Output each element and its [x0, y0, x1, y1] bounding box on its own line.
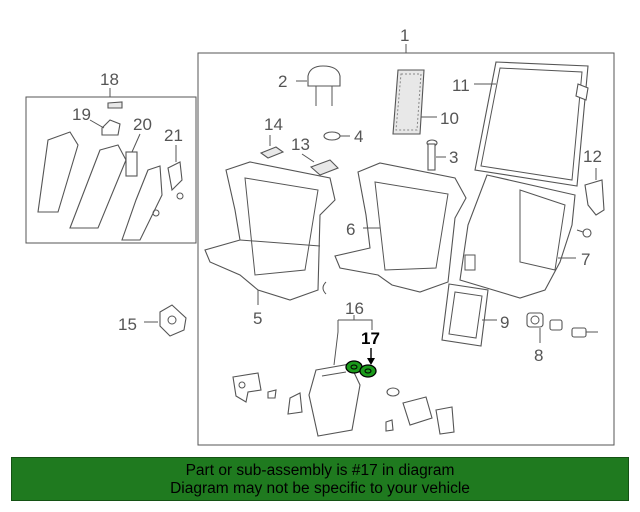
info-banner: Part or sub-assembly is #17 in diagram D… [11, 457, 629, 501]
callout-12[interactable]: 12 [583, 147, 602, 166]
seat-back-6 [334, 162, 467, 293]
callout-5[interactable]: 5 [253, 309, 262, 328]
subassembly-frame-18 [25, 96, 197, 244]
callout-7[interactable]: 7 [581, 250, 590, 269]
seat-back-panel [474, 61, 589, 187]
banner-line-2: Diagram may not be specific to your vehi… [170, 480, 470, 497]
cover-14 [259, 146, 285, 159]
callout-20[interactable]: 20 [133, 115, 152, 134]
callout-17[interactable]: 17 [361, 329, 380, 348]
pin-3 [426, 139, 446, 171]
clip-4 [323, 131, 341, 141]
callout-13[interactable]: 13 [291, 135, 310, 154]
headrest [296, 65, 341, 106]
callout-4[interactable]: 4 [354, 127, 363, 146]
callout-8[interactable]: 8 [534, 346, 543, 365]
bracket-12 [576, 168, 605, 238]
callout-15[interactable]: 15 [118, 315, 137, 334]
callout-19[interactable]: 19 [72, 105, 91, 124]
hardware-8 [526, 312, 598, 343]
callout-1[interactable]: 1 [400, 26, 409, 45]
panel-9 [441, 283, 497, 347]
callout-14[interactable]: 14 [264, 115, 283, 134]
parts-diagram: 1 2 3 4 5 6 7 8 9 10 11 12 13 14 15 16 1… [25, 26, 615, 446]
callout-3[interactable]: 3 [449, 148, 458, 167]
banner-line-1: Part or sub-assembly is #17 in diagram [185, 462, 455, 479]
callout-16[interactable]: 16 [345, 299, 364, 318]
seat-back-5 [204, 161, 336, 305]
trim-panels-18 [37, 101, 184, 241]
bracket-15 [144, 304, 187, 337]
callout-18[interactable]: 18 [100, 70, 119, 89]
callout-2[interactable]: 2 [278, 72, 287, 91]
callout-21[interactable]: 21 [164, 126, 183, 145]
mesh-panel [392, 69, 437, 135]
part-17-highlighted [345, 348, 377, 378]
cover-13 [309, 159, 339, 176]
callout-10[interactable]: 10 [440, 109, 459, 128]
assembly-16 [232, 315, 455, 437]
callout-11[interactable]: 11 [452, 76, 470, 95]
callout-9[interactable]: 9 [500, 313, 509, 332]
seat-frame-7 [459, 174, 576, 299]
callout-6[interactable]: 6 [346, 220, 355, 239]
